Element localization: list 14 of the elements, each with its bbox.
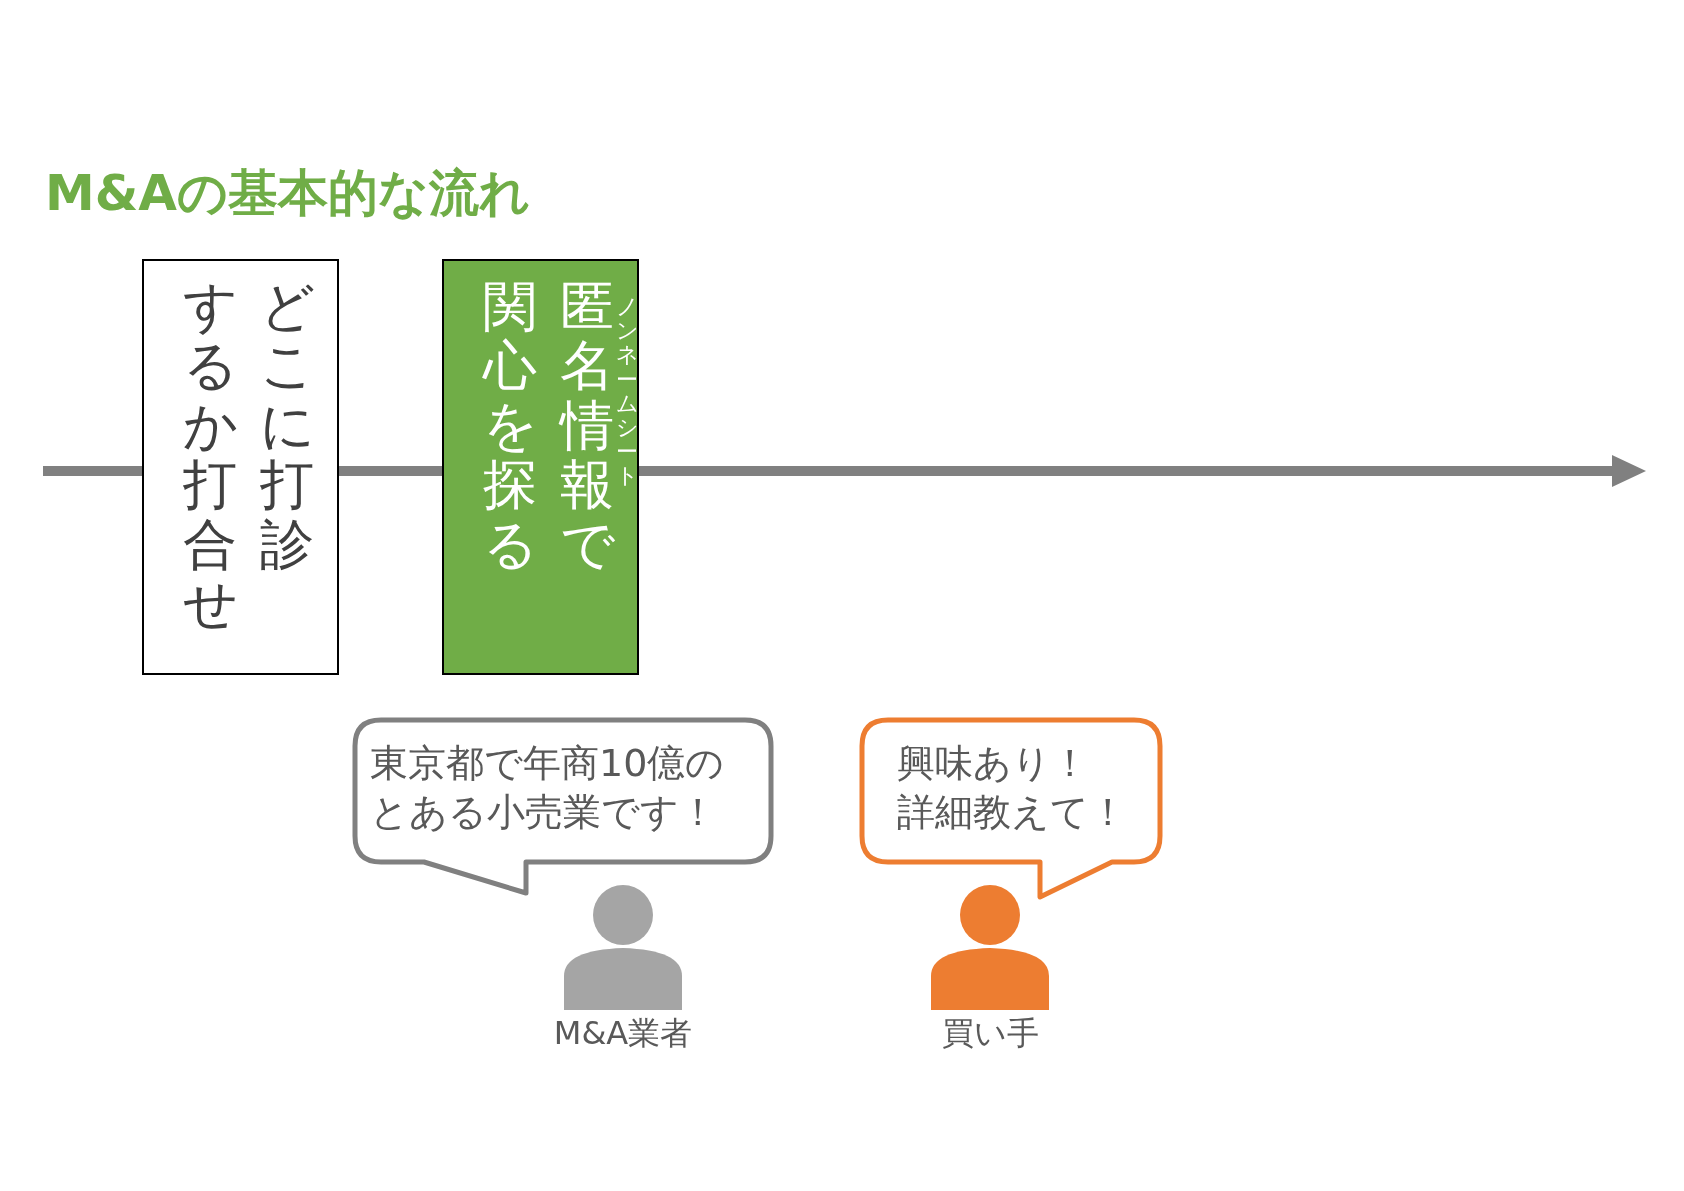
speech-bubble	[352, 717, 774, 897]
speech-text: 東京都で年商10億のとある小売業です！	[370, 740, 725, 837]
speech-bubble	[859, 717, 1163, 901]
step-text: 匿名情報で関心を探る	[483, 277, 614, 574]
reading-text: ノンネームシート	[616, 295, 638, 489]
process-box	[142, 259, 339, 675]
step-text: どこに打診するか打合せ	[183, 277, 314, 634]
speech-text: 興味あり！詳細教えて！	[897, 740, 1127, 837]
person-icon	[929, 884, 1051, 1010]
process-box	[442, 259, 639, 675]
person-label: 買い手	[940, 1013, 1040, 1054]
person-icon	[562, 884, 684, 1010]
title: M&Aの基本的な流れ	[45, 163, 531, 224]
person-label: M&A業者	[552, 1013, 694, 1054]
